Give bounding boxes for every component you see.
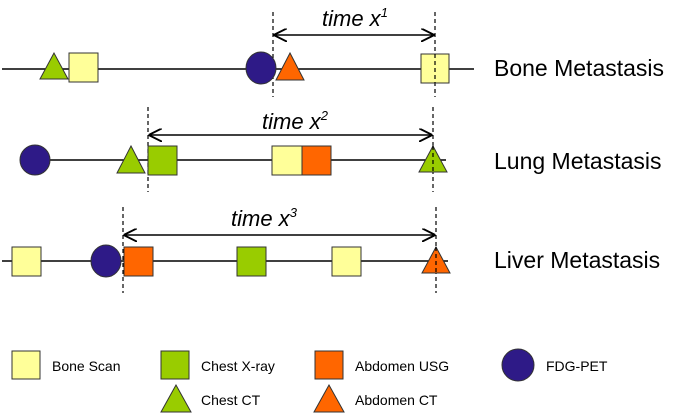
legend-label: FDG-PET	[546, 358, 608, 374]
legend-label: Chest X-ray	[201, 358, 275, 374]
row-bone-metastasis: time x1 Bone Metastasis	[2, 5, 664, 97]
fdg-pet-marker	[90, 244, 122, 278]
bone-scan-marker	[331, 246, 362, 277]
legend-label: Abdomen USG	[355, 358, 449, 374]
chest-ct-marker	[418, 144, 448, 173]
row-lung-metastasis: time x2 Lung Metastasis	[19, 107, 661, 192]
legend-label: Abdomen CT	[355, 392, 438, 408]
legend-item-chest-xray: Chest X-ray	[160, 350, 275, 380]
abdomen-ct-marker	[275, 51, 305, 81]
legend-item-fdg-pet: FDG-PET	[501, 348, 608, 382]
fdg-pet-marker	[245, 51, 277, 85]
interval-label: time x2	[262, 108, 329, 134]
fdg-pet-marker	[19, 144, 51, 176]
row-label: Liver Metastasis	[494, 247, 660, 273]
chest-ct-swatch	[160, 383, 192, 413]
legend-item-abdomen-ct: Abdomen CT	[313, 383, 438, 413]
fdg-pet-swatch	[501, 348, 535, 382]
abdomen-usg-marker	[301, 145, 332, 176]
legend-item-chest-ct: Chest CT	[160, 383, 261, 413]
bone-scan-marker	[11, 246, 42, 277]
interval-label: time x1	[322, 5, 388, 31]
row-label: Lung Metastasis	[494, 148, 661, 174]
chest-xray-swatch	[160, 350, 190, 380]
bone-scan-marker	[68, 52, 99, 83]
abdomen-usg-marker	[123, 246, 154, 277]
chest-xray-marker	[236, 246, 267, 277]
legend-item-abdomen-usg: Abdomen USG	[314, 350, 449, 380]
chest-ct-marker	[39, 51, 69, 80]
legend-item-bone-scan: Bone Scan	[11, 350, 121, 380]
chest-ct-marker	[116, 144, 146, 174]
row-liver-metastasis: time x3 Liver Metastasis	[2, 205, 660, 293]
chest-xray-marker	[147, 145, 178, 176]
legend-label: Chest CT	[201, 392, 261, 408]
abdomen-ct-marker	[421, 245, 451, 274]
interval-label: time x3	[231, 205, 298, 231]
row-label: Bone Metastasis	[494, 55, 664, 81]
bone-scan-marker	[271, 145, 303, 176]
abdomen-usg-swatch	[314, 350, 344, 380]
legend-label: Bone Scan	[52, 358, 121, 374]
legend: Bone Scan Chest X-ray Abdomen USG FDG-PE…	[11, 348, 608, 413]
abdomen-ct-swatch	[313, 383, 345, 413]
bone-scan-swatch	[11, 350, 41, 380]
